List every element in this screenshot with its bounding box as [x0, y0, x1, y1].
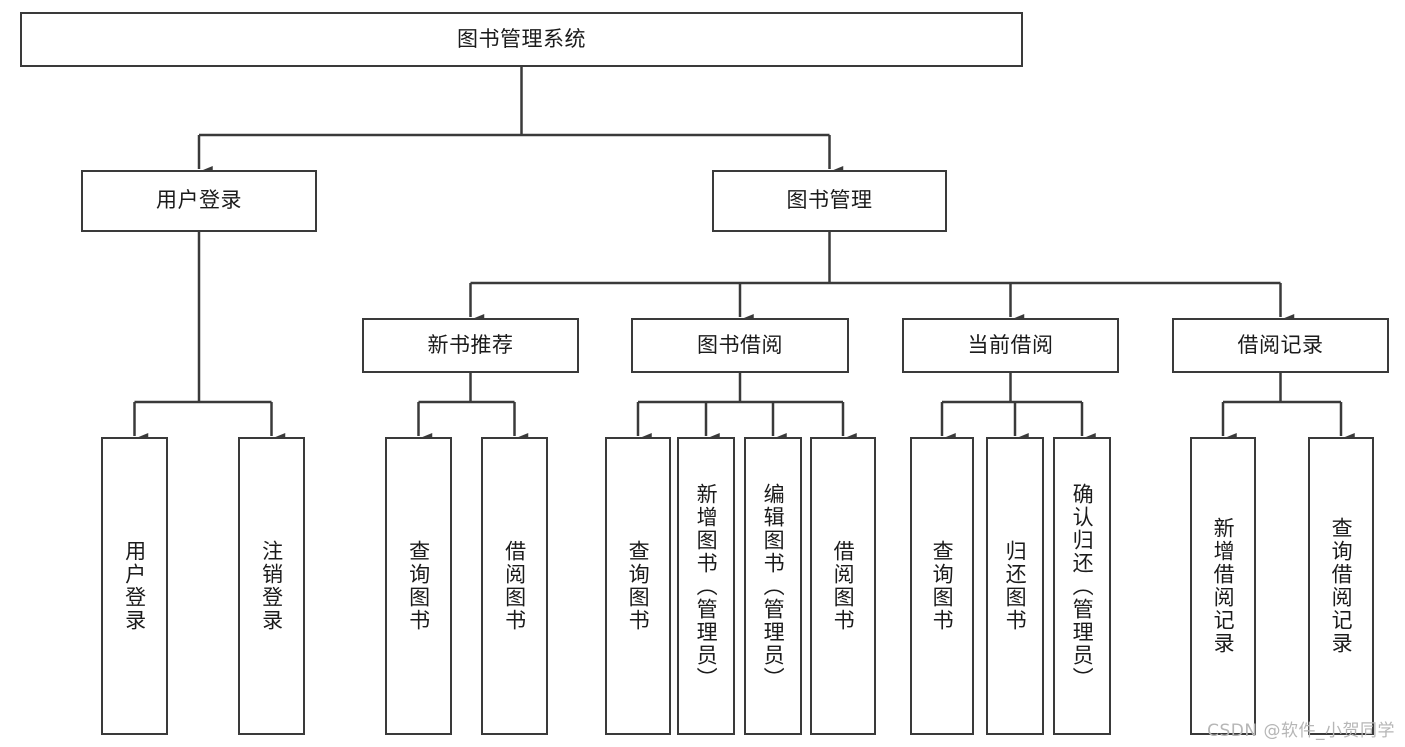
leaf-recommend-borrow-book-label: 借阅图书 — [502, 540, 527, 632]
leaf-recommend-borrow-book[interactable]: 借阅图书 — [481, 437, 548, 735]
watermark: CSDN @软件_小贺同学 — [1207, 721, 1395, 741]
leaf-user-logout[interactable]: 注销登录 — [238, 437, 305, 735]
leaf-user-login[interactable]: 用户登录 — [101, 437, 168, 735]
node-user-login-label: 用户登录 — [156, 188, 242, 213]
leaf-record-add-record-label: 新增借阅记录 — [1211, 517, 1236, 655]
node-new-book-recommendation[interactable]: 新书推荐 — [362, 318, 579, 373]
leaf-borrow-edit-book[interactable]: 编辑图书（管理员） — [744, 437, 802, 735]
node-borrowing-record-label: 借阅记录 — [1237, 332, 1324, 357]
node-root[interactable]: 图书管理系统 — [20, 12, 1023, 67]
node-book-borrowing[interactable]: 图书借阅 — [631, 318, 849, 373]
leaf-borrow-add-book[interactable]: 新增图书（管理员） — [677, 437, 735, 735]
leaf-current-return-book-label: 归还图书 — [1003, 540, 1028, 632]
leaf-recommend-query-book-label: 查询图书 — [406, 540, 431, 632]
node-current-borrowing[interactable]: 当前借阅 — [902, 318, 1119, 373]
leaf-user-logout-label: 注销登录 — [259, 540, 284, 632]
node-current-borrowing-label: 当前借阅 — [967, 332, 1054, 357]
leaf-current-return-book[interactable]: 归还图书 — [986, 437, 1044, 735]
node-borrowing-record[interactable]: 借阅记录 — [1172, 318, 1389, 373]
leaf-current-query-book[interactable]: 查询图书 — [910, 437, 974, 735]
node-book-management-label: 图书管理 — [786, 188, 873, 213]
leaf-recommend-query-book[interactable]: 查询图书 — [385, 437, 452, 735]
leaf-record-query-record-label: 查询借阅记录 — [1329, 517, 1354, 655]
leaf-borrow-borrow-book-label: 借阅图书 — [831, 540, 856, 632]
edge-group — [120, 67, 1355, 456]
node-book-management[interactable]: 图书管理 — [712, 170, 947, 232]
leaf-borrow-edit-book-label: 编辑图书（管理员） — [761, 482, 786, 690]
leaf-current-confirm-return[interactable]: 确认归还（管理员） — [1053, 437, 1111, 735]
leaf-borrow-query-book[interactable]: 查询图书 — [605, 437, 671, 735]
node-new-book-recommendation-label: 新书推荐 — [427, 332, 514, 357]
leaf-current-confirm-return-label: 确认归还（管理员） — [1070, 482, 1095, 690]
leaf-current-query-book-label: 查询图书 — [930, 540, 955, 632]
node-user-login[interactable]: 用户登录 — [81, 170, 317, 232]
node-root-label: 图书管理系统 — [457, 26, 586, 51]
leaf-user-login-label: 用户登录 — [122, 540, 147, 632]
leaf-record-add-record[interactable]: 新增借阅记录 — [1190, 437, 1256, 735]
leaf-borrow-query-book-label: 查询图书 — [626, 540, 651, 632]
leaf-borrow-add-book-label: 新增图书（管理员） — [694, 482, 719, 690]
leaf-record-query-record[interactable]: 查询借阅记录 — [1308, 437, 1374, 735]
leaf-borrow-borrow-book[interactable]: 借阅图书 — [810, 437, 876, 735]
node-book-borrowing-label: 图书借阅 — [697, 332, 783, 357]
